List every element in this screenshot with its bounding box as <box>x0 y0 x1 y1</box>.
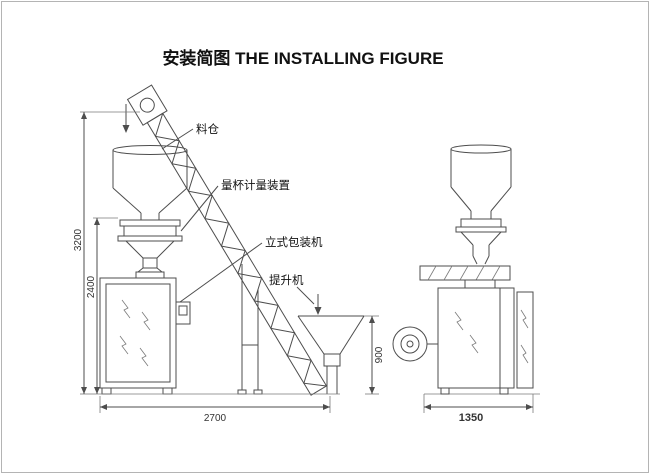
dim-machine-height: 2400 <box>86 275 97 298</box>
side-tray <box>419 265 511 289</box>
dimension-2700: 2700 <box>99 396 331 424</box>
dimension-900: 900 <box>364 315 385 395</box>
side-view-machine <box>392 144 534 395</box>
front-hopper <box>112 145 188 220</box>
dimension-1350: 1350 <box>423 394 534 424</box>
label-measuring-device: 量杯计量装置 <box>221 178 290 192</box>
film-roll-icon <box>392 326 438 362</box>
dim-feed-hopper-height: 900 <box>374 346 385 363</box>
label-elevator: 提升机 <box>269 273 304 287</box>
feed-arrow-icon <box>314 294 322 315</box>
elevator-feed-hopper <box>297 294 365 394</box>
side-door-panel <box>516 291 534 389</box>
label-packing-machine: 立式包装机 <box>265 235 323 249</box>
leader-lines <box>161 128 315 305</box>
front-measuring-device <box>117 219 183 279</box>
dimension-3200: 3200 <box>73 111 140 395</box>
side-measuring-device <box>455 218 507 265</box>
side-hopper <box>450 144 512 219</box>
infeed-arrow-icon <box>122 104 130 133</box>
side-cabinet <box>437 287 515 395</box>
dim-overall-width: 2700 <box>204 413 227 424</box>
dimension-2400: 2400 <box>86 217 118 394</box>
label-hopper: 料仓 <box>196 122 219 136</box>
dim-side-width: 1350 <box>459 412 483 424</box>
control-screen <box>178 305 188 316</box>
page-title: 安装简图 THE INSTALLING FIGURE <box>162 48 443 68</box>
control-panel <box>175 301 191 325</box>
elevator-pulley-icon <box>139 97 155 113</box>
dim-overall-height: 3200 <box>73 228 84 251</box>
front-cabinet <box>99 277 191 395</box>
